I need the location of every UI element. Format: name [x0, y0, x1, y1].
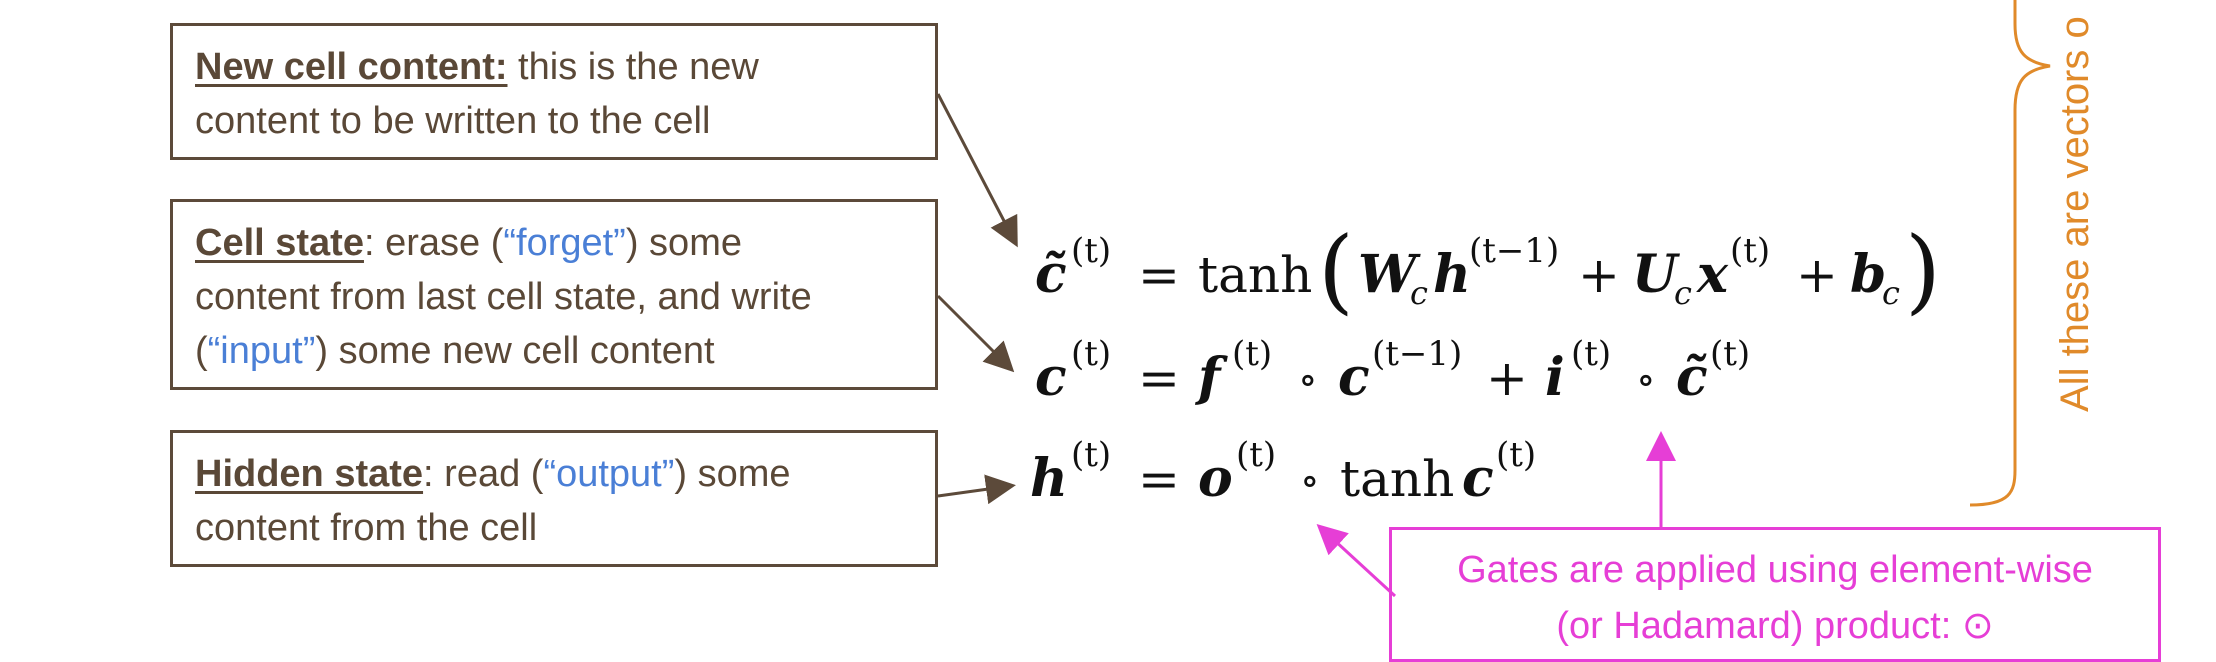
cell-state-callout: Cell state: erase (“forget”) some conten… — [170, 199, 938, 390]
eq1-left-paren: ( — [1318, 217, 1354, 324]
hidden-state-arrow — [937, 474, 1016, 505]
gate-note-line2: (or Hadamard) product: ⊙ — [1556, 605, 1994, 647]
new-cell-content-callout: New cell content: this is the new conten… — [170, 23, 938, 160]
cell-state-text-b: ) some — [625, 222, 742, 264]
vectors-side-note-text: All these are vectors o — [2053, 16, 2097, 412]
hidden-state-text-b: ) some — [674, 453, 791, 495]
new-cell-content-line2: content to be written to the cell — [195, 100, 711, 142]
eq3-equals: = — [1138, 450, 1180, 508]
eq1-x: x — [1696, 244, 1729, 305]
new-cell-content-line1: New cell content: this is the new — [195, 40, 913, 94]
eq2-f-sup: (t) — [1232, 334, 1272, 374]
cell-state-arrow — [936, 294, 1015, 373]
eq1-U: U — [1632, 244, 1680, 305]
eq1-plus1: + — [1578, 246, 1620, 304]
eq2-lhs: c — [1035, 347, 1067, 408]
cell-state-line2: content from last cell state, and write — [195, 276, 812, 318]
eq3-c: c — [1462, 448, 1494, 509]
eq3-c-sup: (t) — [1496, 435, 1536, 475]
eq1-h: h — [1433, 244, 1471, 305]
eq2-plus: + — [1486, 349, 1528, 407]
new-cell-content-term: New cell content: — [195, 46, 508, 88]
vector-brace — [1969, 0, 2051, 507]
eq2-c-tilde: c̃ — [1676, 347, 1708, 408]
eq1-W: W — [1358, 244, 1421, 305]
eq2-lhs-sup: (t) — [1071, 334, 1111, 374]
eq1-right-paren: ) — [1905, 217, 1941, 324]
eq1-b-sub: c — [1882, 274, 1900, 312]
eq1-plus2: + — [1796, 246, 1838, 304]
hidden-state-equation: h (t) = o (t) ∘ tanh c (t) — [1030, 435, 1536, 509]
hidden-state-callout: Hidden state: read (“output”) some conte… — [170, 430, 938, 567]
new-cell-content-text: this is the new — [507, 46, 759, 88]
vectors-side-note: All these are vectors o — [2053, 16, 2098, 412]
hidden-state-term: Hidden state — [195, 453, 424, 495]
eq2-circ1: ∘ — [1298, 357, 1318, 403]
cell-state-line1: Cell state: erase (“forget”) some — [195, 216, 913, 270]
eq3-tanh: tanh — [1340, 450, 1454, 508]
cell-state-text-c: ( — [195, 330, 208, 372]
eq3-lhs-sup: (t) — [1071, 435, 1111, 475]
eq1-W-sub: c — [1410, 274, 1428, 312]
forget-quote: “forget” — [503, 222, 626, 264]
hidden-state-text-a: : read ( — [423, 453, 544, 495]
hidden-state-line1: Hidden state: read (“output”) some — [195, 447, 913, 501]
candidate-cell-equation: c̃ (t) = tanh ( W c h (t−1) + U c x (t) … — [1035, 217, 1941, 324]
cell-state-line3: (“input”) some new cell content — [195, 324, 913, 378]
eq3-lhs: h — [1030, 448, 1068, 509]
input-quote: “input” — [207, 330, 316, 372]
eq2-i: i — [1545, 347, 1565, 408]
eq1-tanh: tanh — [1198, 246, 1312, 304]
eq3-o-sup: (t) — [1236, 435, 1276, 475]
eq1-x-sup: (t) — [1730, 231, 1770, 271]
eq2-equals: = — [1138, 349, 1180, 407]
cell-state-equation: c (t) = f (t) ∘ c (t−1) + i (t) ∘ c̃ (t) — [1035, 334, 1750, 408]
eq2-i-sup: (t) — [1571, 334, 1611, 374]
eq3-o: o — [1198, 448, 1233, 509]
cell-state-text-a: : erase ( — [363, 222, 504, 264]
eq2-c-sup: (t−1) — [1372, 334, 1462, 374]
eq1-U-sub: c — [1674, 274, 1692, 312]
gate-note-box: Gates are applied using element-wise (or… — [1389, 527, 2161, 662]
eq1-lhs-sup: (t) — [1071, 231, 1111, 271]
eq2-c-tilde-sup: (t) — [1710, 334, 1750, 374]
eq2-c: c — [1338, 347, 1370, 408]
cell-state-text-d: ) some new cell content — [315, 330, 715, 372]
output-quote: “output” — [543, 453, 675, 495]
hidden-state-line2: content from the cell — [195, 507, 538, 549]
eq1-equals: = — [1138, 246, 1180, 304]
eq1-lhs: c̃ — [1035, 244, 1067, 305]
eq1-b: b — [1850, 244, 1886, 305]
eq1-h-sup: (t−1) — [1469, 231, 1559, 271]
gate-arrow-to-eq3 — [1316, 523, 1397, 598]
eq2-f: f — [1194, 347, 1228, 408]
new-cell-arrow — [936, 93, 1018, 248]
eq3-circ: ∘ — [1300, 458, 1320, 504]
gate-note-line1: Gates are applied using element-wise — [1457, 549, 2093, 591]
cell-state-term: Cell state — [195, 222, 364, 264]
eq2-circ2: ∘ — [1636, 357, 1656, 403]
